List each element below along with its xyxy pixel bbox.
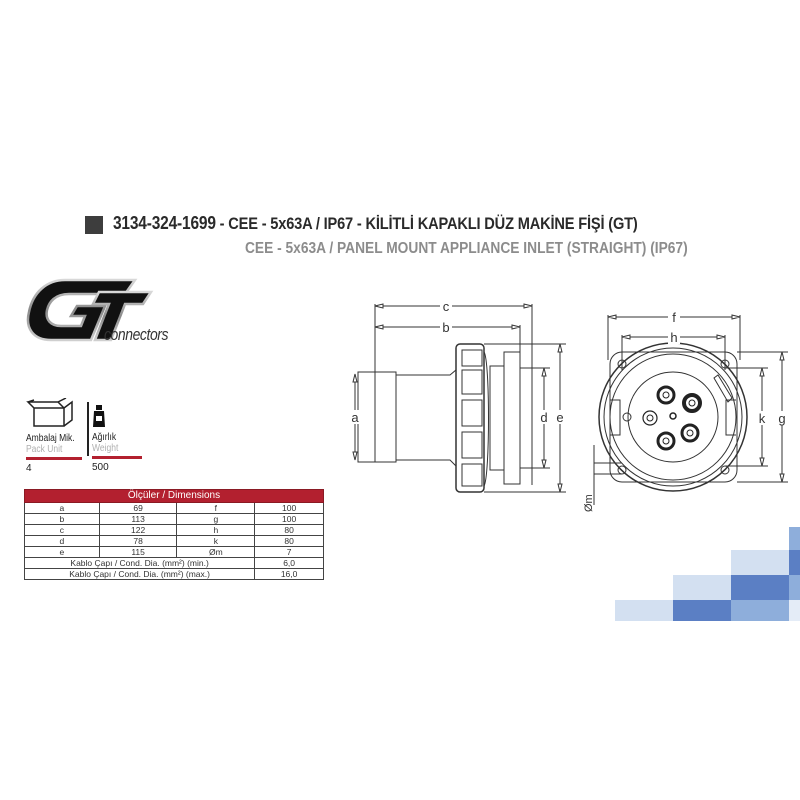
dim-key: b bbox=[24, 513, 100, 525]
dim-label-c: c bbox=[443, 299, 450, 314]
dim-label-f: f bbox=[672, 310, 676, 325]
dim-label-b: b bbox=[442, 320, 449, 335]
dim-value: 100 bbox=[254, 513, 324, 525]
dim-label-h: h bbox=[670, 330, 677, 345]
mosaic-tile bbox=[673, 575, 731, 600]
box-icon bbox=[26, 397, 73, 427]
dimensions-table-header: Ölçüler / Dimensions bbox=[24, 489, 324, 503]
dim-key: Øm bbox=[176, 546, 256, 558]
dim-label-k: k bbox=[759, 411, 766, 426]
dim-key: d bbox=[24, 535, 100, 547]
dim-key: c bbox=[24, 524, 100, 536]
dim-value: 113 bbox=[98, 513, 178, 525]
mosaic-tile bbox=[731, 550, 789, 575]
table-row: Kablo Çapı / Cond. Dia. (mm²) (max.) 16,… bbox=[23, 568, 324, 580]
mosaic-tile bbox=[789, 600, 800, 621]
dim-value: 69 bbox=[98, 502, 178, 514]
dim-key: k bbox=[176, 535, 256, 547]
product-subtitle-en: CEE - 5x63A / PANEL MOUNT APPLIANCE INLE… bbox=[245, 240, 688, 257]
weight-bar bbox=[92, 456, 142, 459]
dim-label-e: e bbox=[556, 410, 563, 425]
dim-key: g bbox=[176, 513, 256, 525]
product-title-tr: - CEE - 5x63A / IP67 - KİLİTLİ KAPAKLI D… bbox=[215, 214, 638, 233]
cable-min-label: Kablo Çapı / Cond. Dia. (mm²) (min.) bbox=[23, 557, 256, 569]
weight-value: 500 bbox=[92, 462, 109, 473]
dim-value: 115 bbox=[98, 546, 178, 558]
mosaic-tile bbox=[789, 550, 800, 575]
dim-key: a bbox=[24, 502, 100, 514]
dim-value: 100 bbox=[254, 502, 324, 514]
table-row: Kablo Çapı / Cond. Dia. (mm²) (min.) 6,0 bbox=[23, 557, 324, 569]
pack-unit-bar bbox=[26, 457, 82, 460]
front-view-drawing: f h k g Øm bbox=[583, 310, 788, 512]
mosaic-tile bbox=[789, 527, 800, 550]
dim-value: 122 bbox=[98, 524, 178, 536]
mosaic-tile bbox=[673, 600, 731, 621]
pack-unit-label-tr: Ambalaj Mik. bbox=[26, 433, 75, 444]
weight-label-en: Weight bbox=[92, 443, 119, 454]
info-divider bbox=[87, 402, 89, 456]
mosaic-tile bbox=[731, 600, 789, 621]
weight-icon bbox=[93, 405, 105, 427]
table-row: e 115 Øm 7 bbox=[24, 546, 324, 558]
dim-label-g: g bbox=[778, 411, 785, 426]
dim-label-m: Øm bbox=[583, 494, 595, 512]
side-view-drawing: c b a d e bbox=[349, 298, 566, 493]
dim-key: h bbox=[176, 524, 256, 536]
product-code: 3134-324-1699 bbox=[113, 213, 216, 233]
dim-key: f bbox=[176, 502, 256, 514]
mosaic-tile bbox=[789, 575, 800, 600]
dim-value: 78 bbox=[98, 535, 178, 547]
dim-label-d: d bbox=[540, 410, 547, 425]
pack-unit-label-en: Pack Unit bbox=[26, 444, 63, 455]
table-row: c 122 h 80 bbox=[24, 524, 324, 536]
mosaic-tile bbox=[731, 575, 789, 600]
product-title: 3134-324-1699 - CEE - 5x63A / IP67 - KİL… bbox=[113, 213, 638, 234]
mosaic-tile bbox=[615, 600, 673, 621]
table-row: d 78 k 80 bbox=[24, 535, 324, 547]
table-row: b 113 g 100 bbox=[24, 513, 324, 525]
dim-label-a: a bbox=[351, 410, 359, 425]
dim-key: e bbox=[24, 546, 100, 558]
logo-text: connectors bbox=[104, 325, 169, 344]
dimensions-table: Ölçüler / Dimensions a 69 f 100 b 113 g … bbox=[23, 489, 324, 580]
title-marker bbox=[85, 216, 103, 234]
weight-label-tr: Ağırlık bbox=[92, 432, 117, 443]
dim-value: 80 bbox=[254, 524, 324, 536]
weight-block: Ağırlık Weight 500 bbox=[92, 405, 148, 473]
cable-max-value: 16,0 bbox=[254, 568, 324, 580]
cable-max-label: Kablo Çapı / Cond. Dia. (mm²) (max.) bbox=[23, 568, 256, 580]
gt-connectors-logo bbox=[26, 278, 154, 342]
pack-unit-block: Ambalaj Mik. Pack Unit 4 bbox=[26, 397, 84, 474]
table-row: a 69 f 100 bbox=[24, 502, 324, 514]
dim-value: 80 bbox=[254, 535, 324, 547]
pack-unit-value: 4 bbox=[26, 463, 32, 474]
cable-min-value: 6,0 bbox=[254, 557, 324, 569]
dim-value: 7 bbox=[254, 546, 324, 558]
